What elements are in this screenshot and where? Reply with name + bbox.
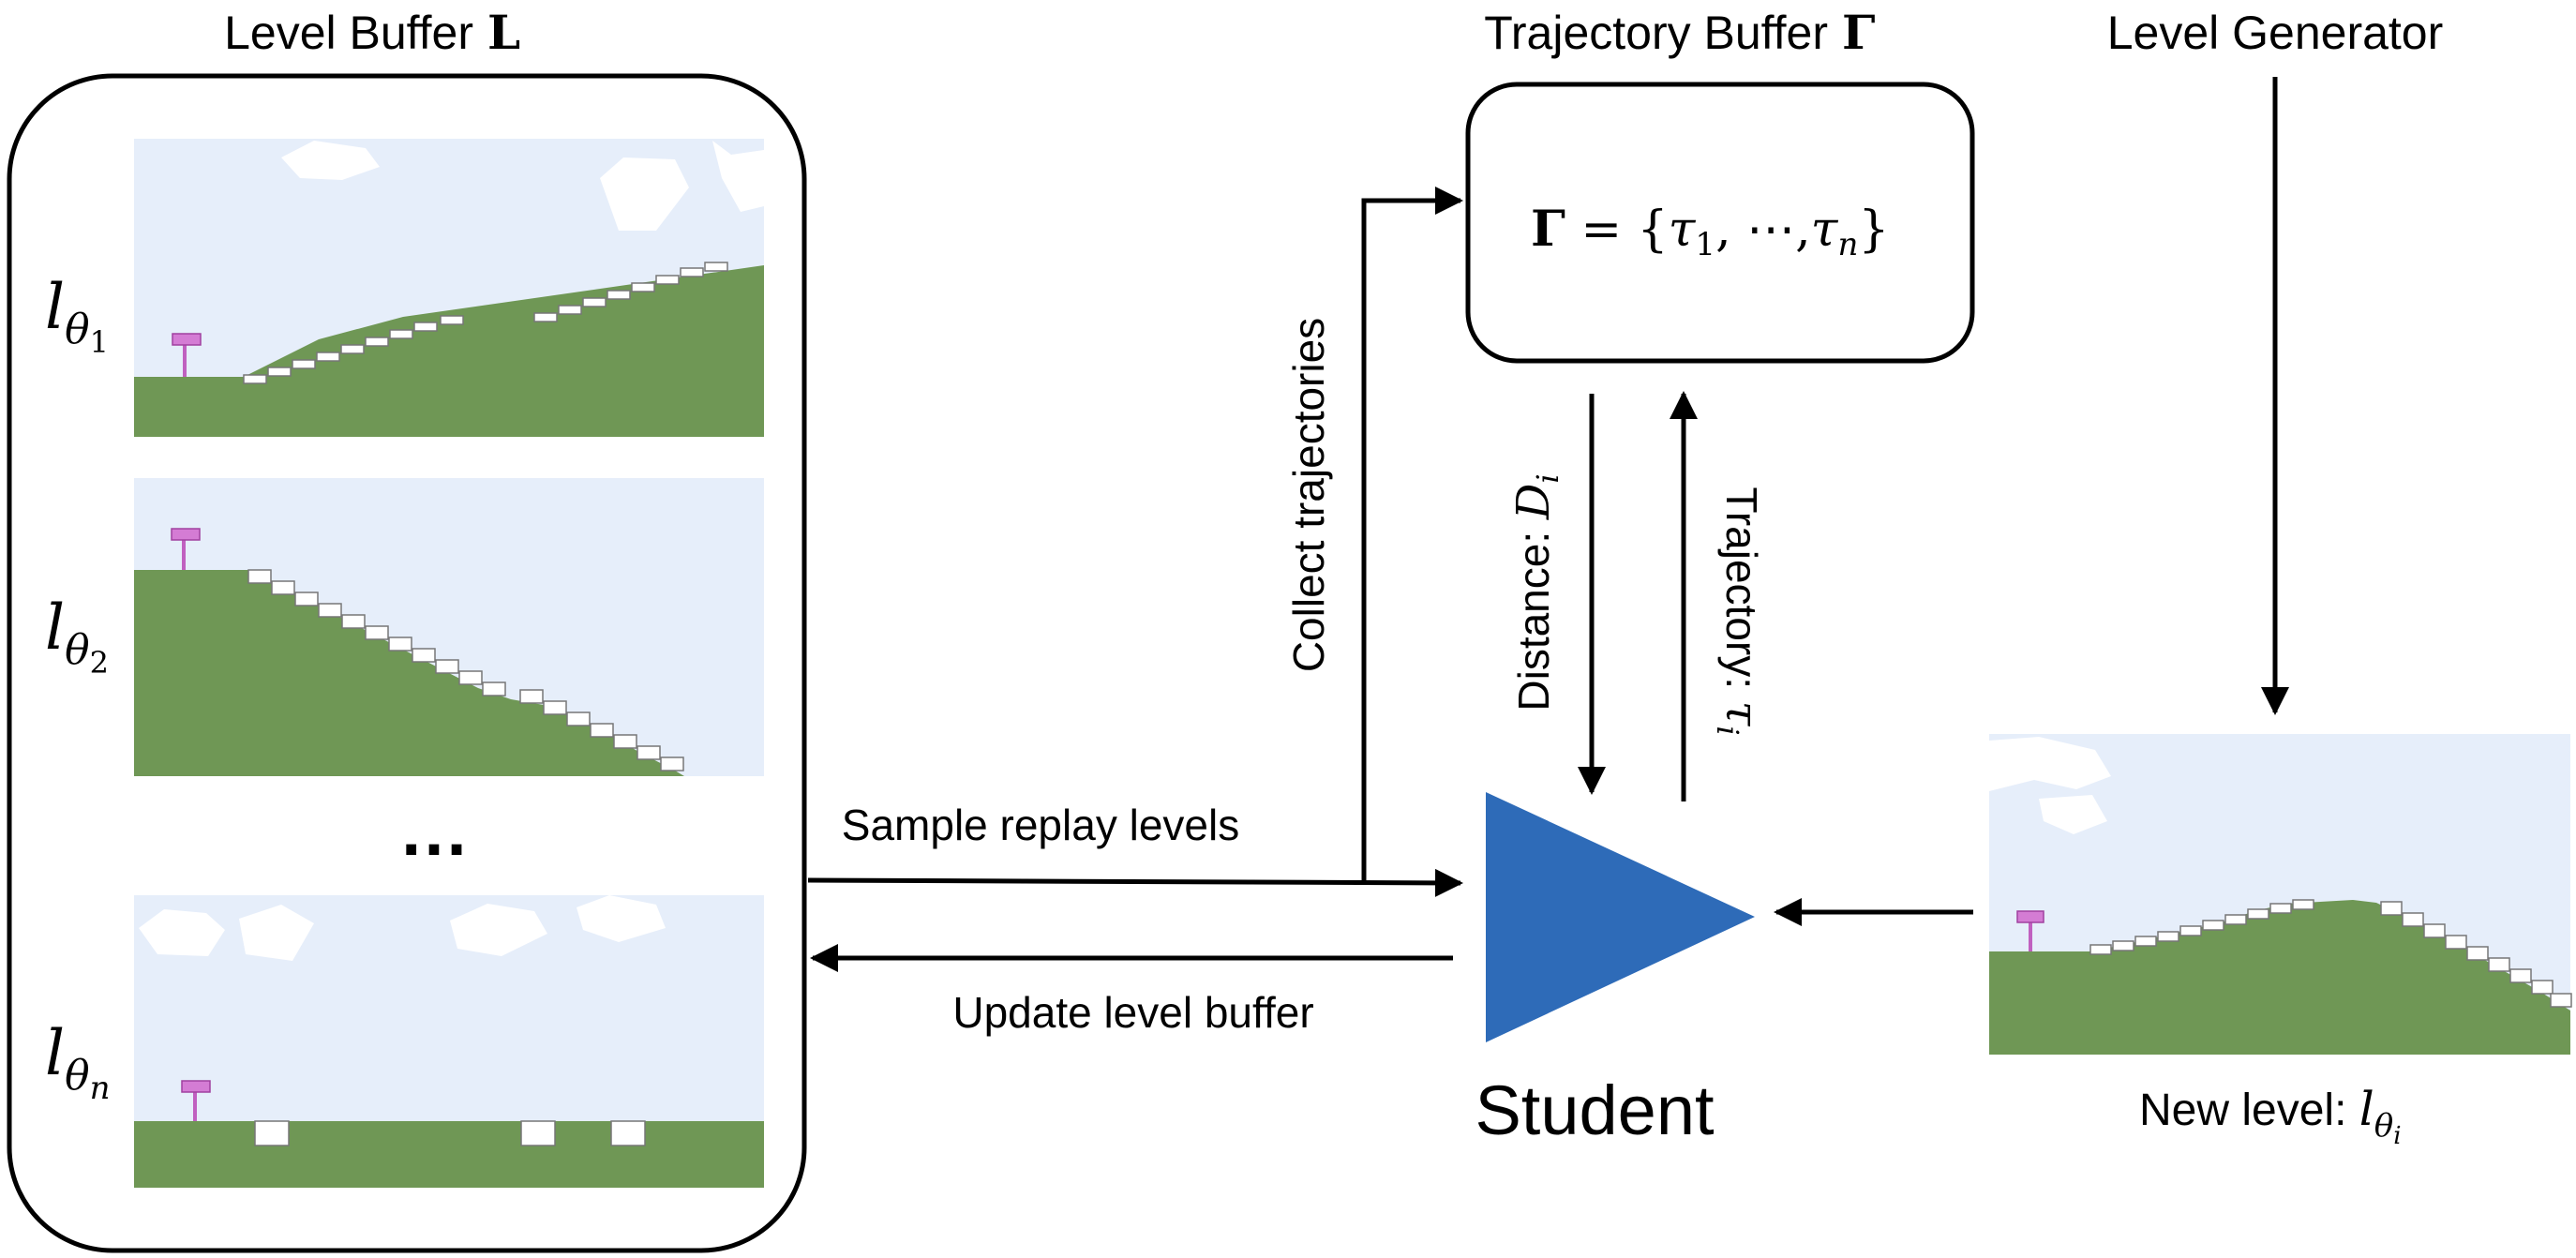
arrow-collect-trajectories bbox=[1361, 187, 1463, 881]
arrow-sample-replay-levels bbox=[807, 868, 1463, 897]
label-update-level-buffer: Update level buffer bbox=[952, 988, 1313, 1037]
trajectory-buffer-symbol: Γ bbox=[1842, 5, 1876, 60]
label-sample-replay-levels: Sample replay levels bbox=[842, 801, 1239, 849]
label-collect-trajectories: Collect trajectories bbox=[1284, 318, 1333, 672]
student-triangle bbox=[1486, 792, 1755, 1042]
level-thumbnail-n bbox=[134, 895, 764, 1188]
label-trajectory: Trajectory: τi bbox=[1710, 487, 1768, 735]
trajectory-buffer-title: Trajectory Buffer bbox=[1484, 7, 1828, 59]
label-distance: Distance: Di bbox=[1507, 473, 1565, 711]
level-label-1: lθ1 bbox=[45, 271, 109, 360]
trajectory-buffer-formula: Γ = {τ1, ⋯,τn} bbox=[1531, 201, 1889, 263]
level-generator-title: Level Generator bbox=[2107, 7, 2444, 59]
level-buffer-ellipsis: … bbox=[398, 791, 470, 871]
new-level-thumbnail bbox=[1989, 734, 2572, 1055]
new-level-label: New level: lθi bbox=[2139, 1082, 2402, 1150]
level-buffer-container bbox=[7, 73, 807, 1253]
level-buffer-title: Level Buffer bbox=[224, 7, 473, 59]
level-label-n: lθn bbox=[45, 1017, 111, 1107]
trajectory-buffer-box bbox=[1465, 82, 1975, 364]
level-thumbnail-2 bbox=[134, 478, 764, 776]
student-label: Student bbox=[1475, 1071, 1715, 1149]
level-thumbnail-1 bbox=[134, 139, 764, 437]
level-label-2: lθ2 bbox=[45, 592, 109, 681]
level-buffer-symbol: L bbox=[487, 5, 520, 60]
